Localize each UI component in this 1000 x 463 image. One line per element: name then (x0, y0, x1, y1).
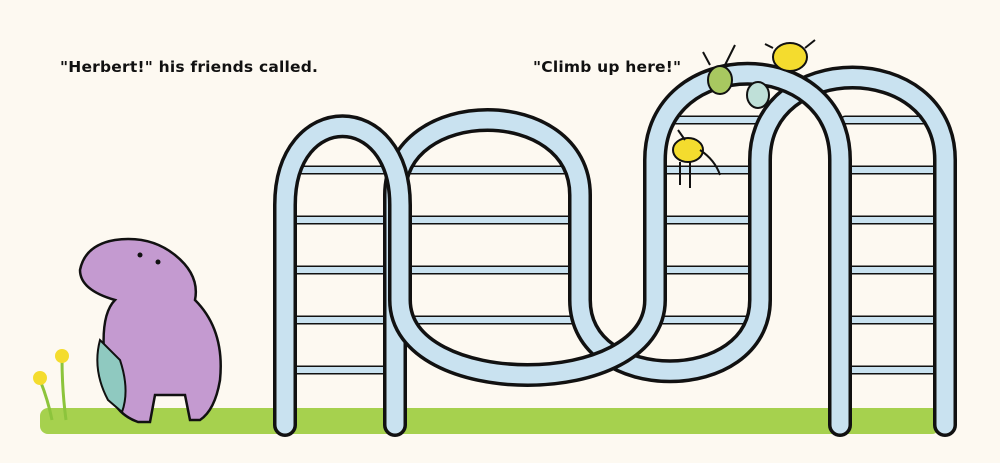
caption-herbert-called: "Herbert!" his friends called. (60, 58, 319, 76)
dandelion-flowers (33, 349, 69, 421)
teal-friend (746, 81, 770, 109)
green-friend (707, 65, 733, 95)
herbert-character (78, 237, 222, 424)
grass-strip (40, 408, 940, 434)
friends-on-frame (672, 39, 816, 188)
yellow-friend-middle (672, 137, 704, 163)
yellow-friend-top (772, 42, 808, 72)
climbing-frame (273, 61, 957, 437)
caption-climb-up: "Climb up here!" (533, 58, 682, 76)
